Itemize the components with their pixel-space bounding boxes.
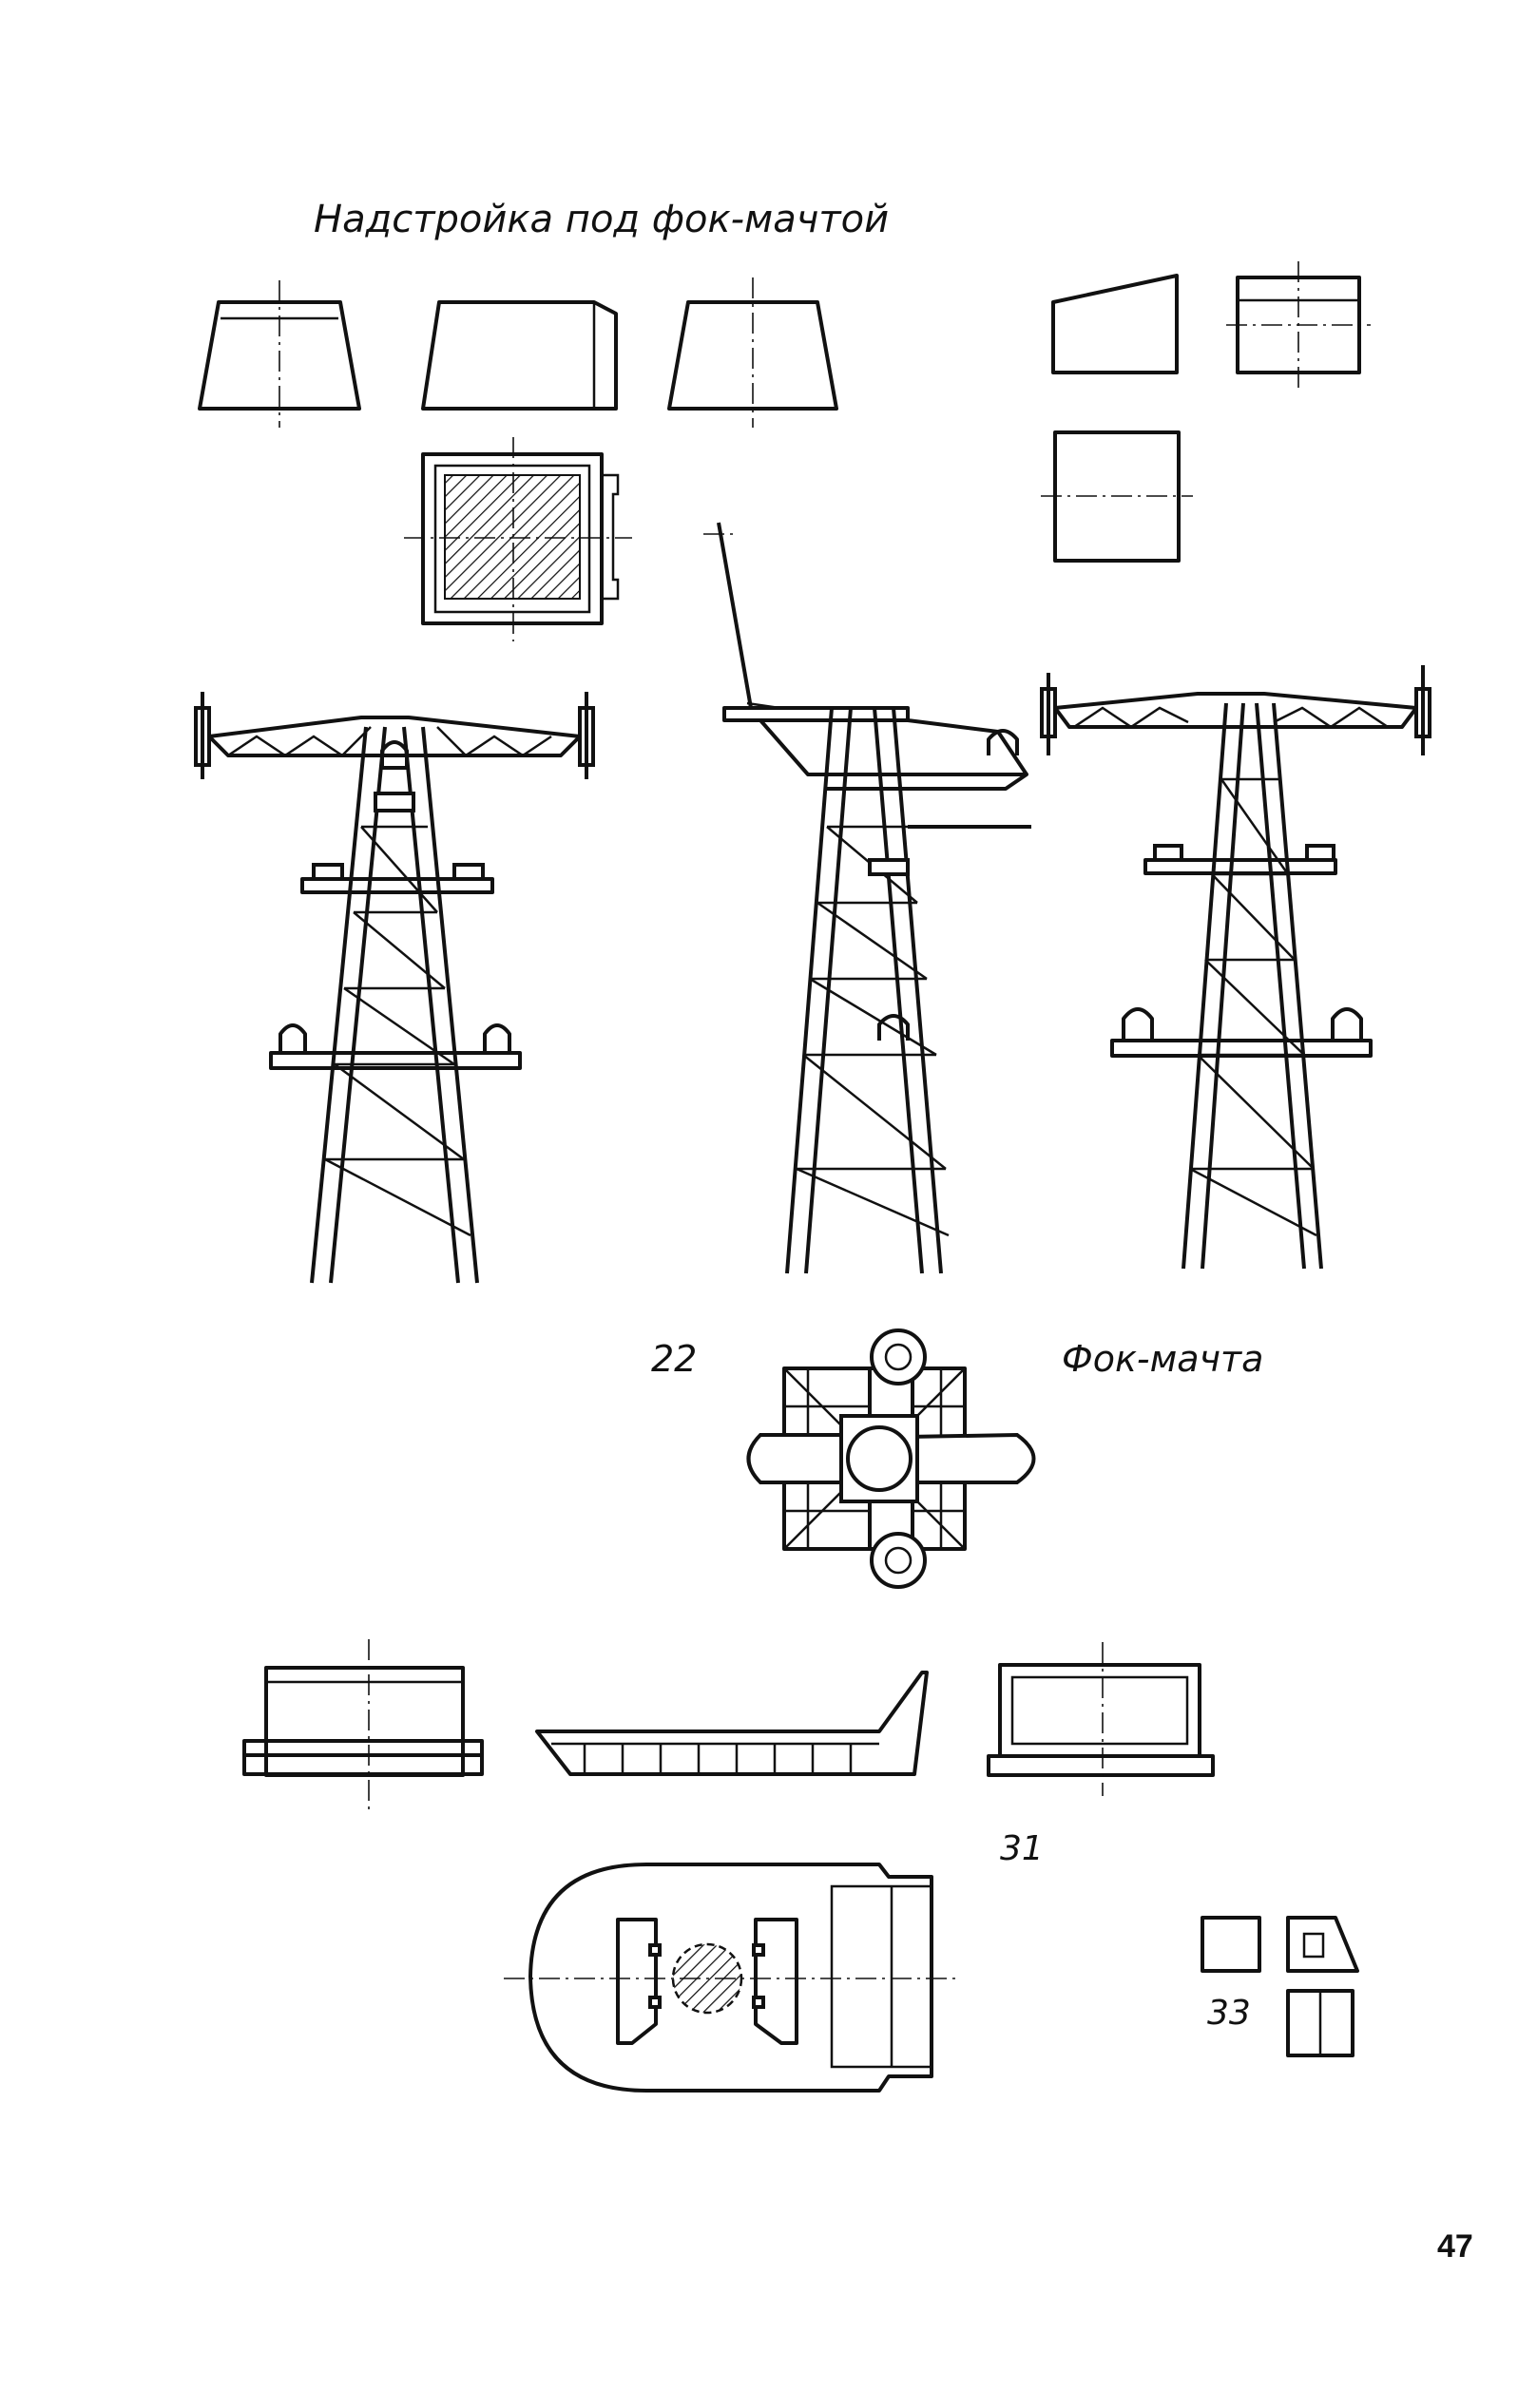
bridge-side-view xyxy=(535,1671,929,1776)
mast-plan-view xyxy=(746,1328,1036,1589)
superstructure-plan-view xyxy=(404,437,632,641)
superstructure-part-slanted xyxy=(1051,274,1179,374)
mast-rear-view xyxy=(1040,665,1431,1270)
page-title: Надстройка под фок-мачтой xyxy=(314,198,890,241)
small-parts-number: 33 xyxy=(1207,1994,1251,2033)
superstructure-side-view xyxy=(421,300,618,411)
small-parts-33 xyxy=(1201,1916,1359,2057)
superstructure-rear-view xyxy=(667,277,838,428)
bridge-plan-view xyxy=(504,1863,960,2093)
bridge-part-number: 31 xyxy=(1000,1829,1044,1868)
bridge-front-view xyxy=(242,1639,484,1810)
mast-part-number: 22 xyxy=(651,1338,698,1380)
superstructure-part-square xyxy=(1226,261,1371,390)
mast-side-view xyxy=(703,522,1031,1274)
superstructure-front-view xyxy=(198,280,361,428)
bridge-rear-view xyxy=(987,1642,1215,1796)
mast-front-view xyxy=(194,692,595,1284)
mast-caption: Фок-мачта xyxy=(1062,1338,1264,1380)
superstructure-part-plan xyxy=(1041,430,1193,563)
page-number: 47 xyxy=(1437,2228,1473,2265)
